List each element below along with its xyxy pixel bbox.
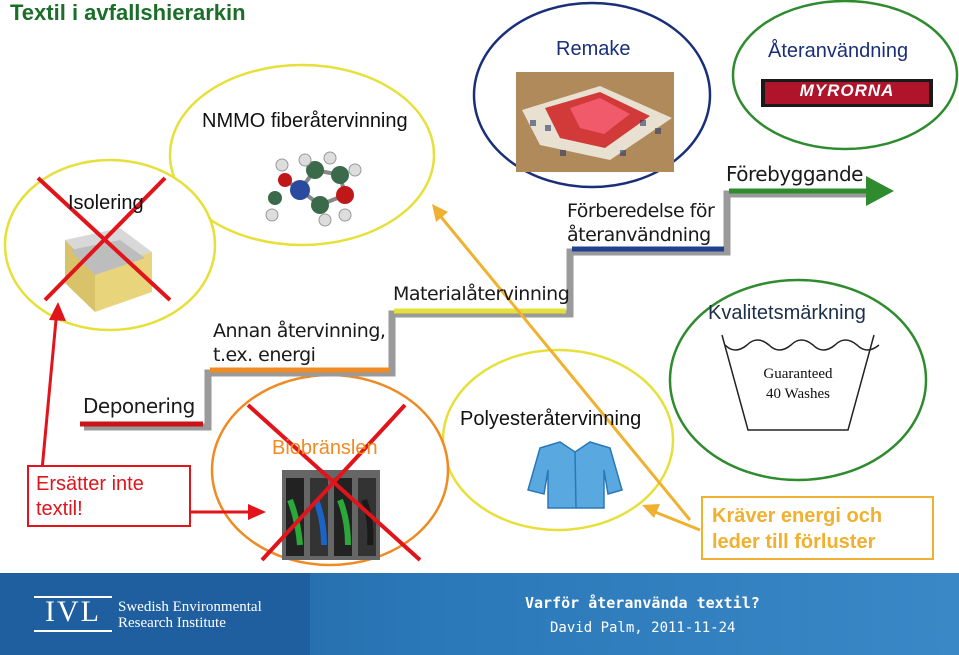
page-title: Textil i avfallshierarkin [10, 0, 246, 25]
nmmo-label: NMMO fiberåtervinning [202, 110, 408, 132]
kraver-text-2: leder till förluster [712, 531, 876, 553]
forberedelse-label-2: återanvändning [567, 224, 711, 246]
myrorna-logo [761, 79, 933, 107]
author-date: David Palm, 2011-11-24 [550, 620, 736, 636]
kvalitet-label: Kvalitetsmärkning [708, 302, 866, 324]
circle-kvalitet [668, 278, 928, 482]
ivl-logo-frame [34, 596, 112, 632]
biobransle-label: Biobränslen [272, 437, 378, 459]
ivl-logo: IVL [45, 595, 101, 628]
footer-logo-area [0, 573, 310, 655]
presentation-subtitle: Varför återanvända textil? [525, 594, 760, 612]
ersatter-box [27, 465, 191, 527]
guarantee-line2: 40 Washes [766, 386, 830, 402]
isolering-label: Isolering [68, 192, 144, 214]
cross-isolering-2 [43, 176, 167, 302]
wash-tub-icon [721, 334, 880, 431]
org-name-1: Swedish Environmental [118, 599, 262, 615]
hierarchy-diagram [3, 0, 959, 567]
ersatter-text-2: textil! [36, 498, 83, 520]
forebyggande-label: Förebyggande [726, 162, 863, 186]
polyester-label: Polyesteråtervinning [460, 408, 642, 430]
ersatter-arrows [40, 302, 266, 520]
ateranvandning-label: Återanvändning [768, 40, 909, 62]
staircase [80, 176, 894, 431]
deponering-label: Deponering [83, 394, 195, 418]
cross-bio-2 [260, 403, 407, 562]
forberedelse-label-1: Förberedelse för [567, 200, 715, 222]
kraver-text-1: Kräver energi och [712, 505, 883, 527]
guarantee-line1: Guaranteed [763, 366, 833, 382]
forebyggande-arrowhead [866, 176, 894, 206]
circle-ateranvandning [731, 0, 959, 151]
ersatter-text-1: Ersätter inte [36, 473, 144, 495]
material-label: Materialåtervinning [393, 283, 570, 305]
annan-label-1: Annan återvinning, [213, 320, 386, 342]
kraver-arrows [432, 204, 701, 532]
myrorna-text: MYRORNA [799, 81, 895, 100]
annan-label-2: t.ex. energi [213, 344, 316, 366]
jacket-image [527, 441, 623, 509]
kraver-box [701, 496, 934, 560]
quilt-image [516, 72, 674, 172]
org-name-2: Research Institute [118, 615, 226, 631]
molecule-image [265, 151, 362, 227]
remake-label: Remake [556, 38, 631, 60]
insulation-image [65, 228, 152, 312]
